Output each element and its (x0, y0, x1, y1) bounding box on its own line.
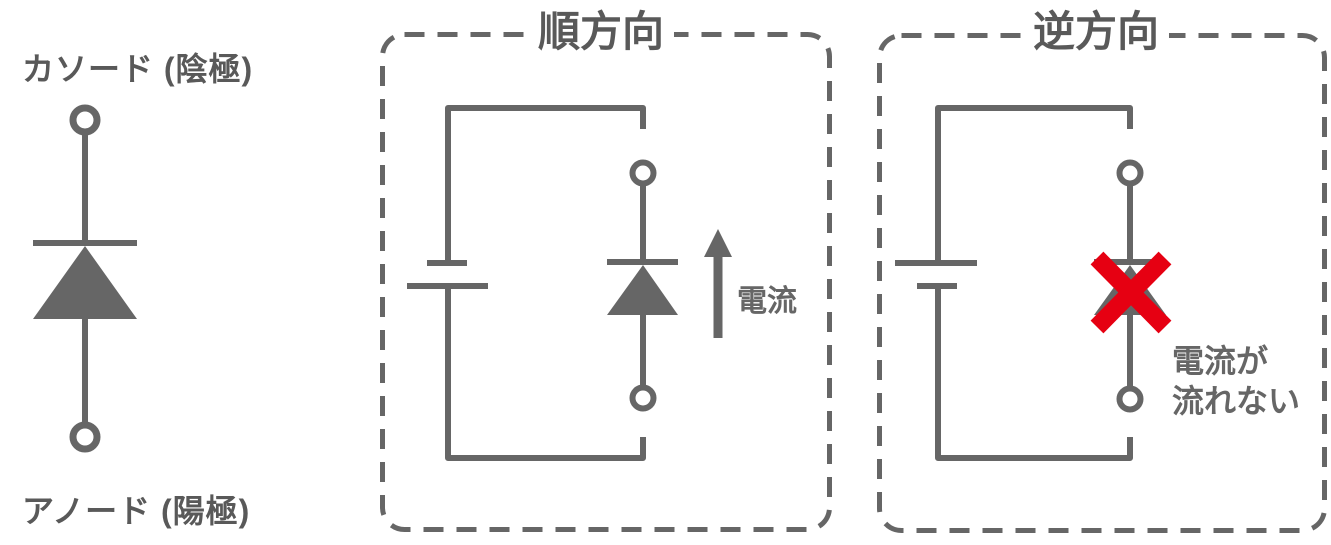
arrow-head (704, 229, 732, 257)
terminal-dot (629, 384, 657, 412)
reverse-bottom-wire (935, 285, 1133, 461)
forward-diode-icon (607, 159, 678, 412)
terminal-dot (1116, 385, 1144, 413)
no-current-x-icon (1090, 251, 1172, 334)
terminal-dot (1116, 159, 1144, 187)
forward-bottom-wire (445, 285, 646, 461)
diode-symbol-icon (33, 104, 137, 453)
no-current-line1: 電流が (1172, 343, 1269, 379)
reverse-panel-title: 逆方向 (1022, 3, 1170, 61)
x-stroke (1090, 251, 1172, 334)
diode-triangle (607, 265, 678, 315)
forward-circuit (407, 105, 732, 461)
cathode-terminal-dot (69, 104, 101, 136)
forward-top-wire (445, 105, 646, 261)
cathode-label: カソード (陰極) (22, 51, 254, 87)
terminal-dot (629, 159, 657, 187)
reverse-circuit (895, 105, 1172, 461)
current-label: 電流 (737, 285, 797, 318)
anode-terminal-dot (69, 421, 101, 453)
forward-panel-title: 順方向 (527, 3, 675, 61)
diode-triangle (33, 246, 137, 319)
reverse-battery-icon (895, 260, 977, 289)
forward-battery-icon (407, 260, 488, 289)
anode-label: アノード (陽極) (22, 493, 251, 529)
no-current-line2: 流れない (1172, 383, 1301, 419)
no-current-label: 電流が 流れない (1172, 341, 1300, 421)
current-arrow-icon (704, 229, 732, 338)
reverse-top-wire (935, 105, 1133, 261)
